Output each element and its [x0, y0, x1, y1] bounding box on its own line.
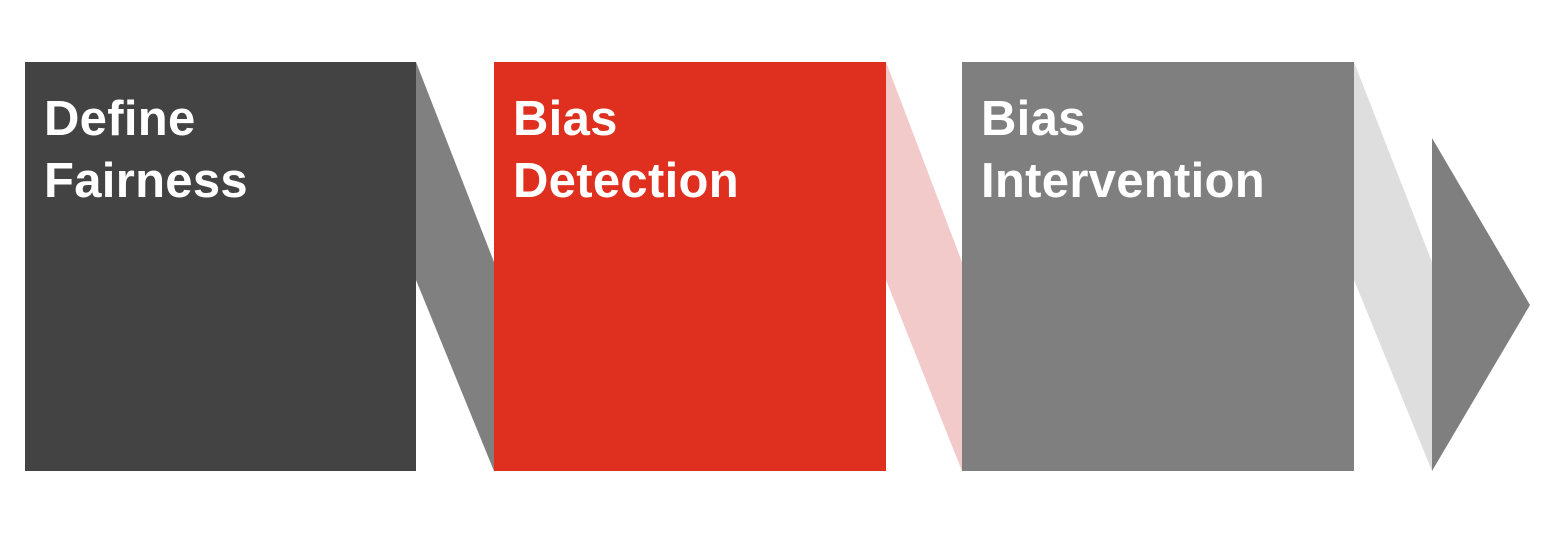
stage-2-label-line2: Detection — [513, 154, 739, 208]
stage-bias-intervention: Bias Intervention — [962, 62, 1354, 471]
stage-2-label-line1: Bias — [513, 92, 618, 146]
stage-3-label-line1: Bias — [981, 92, 1086, 146]
stage-define-fairness: Define Fairness — [25, 62, 416, 471]
stage-1-label-line1: Define — [44, 92, 196, 146]
stage-bias-detection: Bias Detection — [494, 62, 886, 471]
connector-1-to-2 — [416, 62, 494, 471]
stage-1-label-line2: Fairness — [44, 154, 248, 208]
stage-3-label-line2: Intervention — [981, 154, 1266, 208]
end-arrow-icon — [1432, 138, 1530, 471]
connector-3-to-arrow — [1354, 62, 1432, 471]
connector-2-to-3 — [886, 62, 962, 471]
